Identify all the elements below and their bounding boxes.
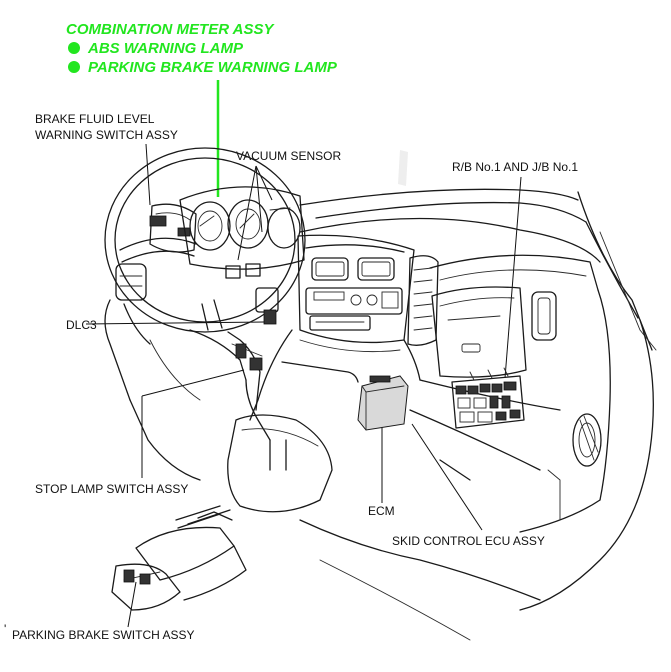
- scan-artifact: [398, 150, 408, 186]
- skid-control-ecu-label: SKID CONTROL ECU ASSY: [392, 534, 545, 548]
- stop-lamp-switch-label: STOP LAMP SWITCH ASSY: [35, 482, 188, 496]
- relay-block-grid: [455, 381, 521, 423]
- bullet-icon: [68, 42, 80, 54]
- abs-warning-lamp-label: ABS WARNING LAMP: [87, 40, 244, 57]
- parking-brake-switch-label: PARKING BRAKE SWITCH ASSY: [12, 628, 194, 642]
- brake-fluid-label-line2: WARNING SWITCH ASSY: [35, 128, 178, 142]
- leader-lines: [85, 143, 522, 628]
- parking-brake-warning-lamp-label: PARKING BRAKE WARNING LAMP: [88, 59, 338, 76]
- vacuum-sensor-label: VACUUM SENSOR: [236, 149, 341, 163]
- combination-meter-title: COMBINATION METER ASSY: [66, 21, 275, 38]
- bullet-icon: [68, 61, 80, 73]
- corner-mark: ': [4, 622, 6, 636]
- rb-jb-label: R/B No.1 AND J/B No.1: [452, 160, 578, 174]
- ecm-label: ECM: [368, 504, 395, 518]
- dlc3-label: DLC3: [66, 318, 97, 332]
- brake-fluid-label-line1: BRAKE FLUID LEVEL: [35, 112, 155, 126]
- dashboard-linework: [104, 147, 657, 641]
